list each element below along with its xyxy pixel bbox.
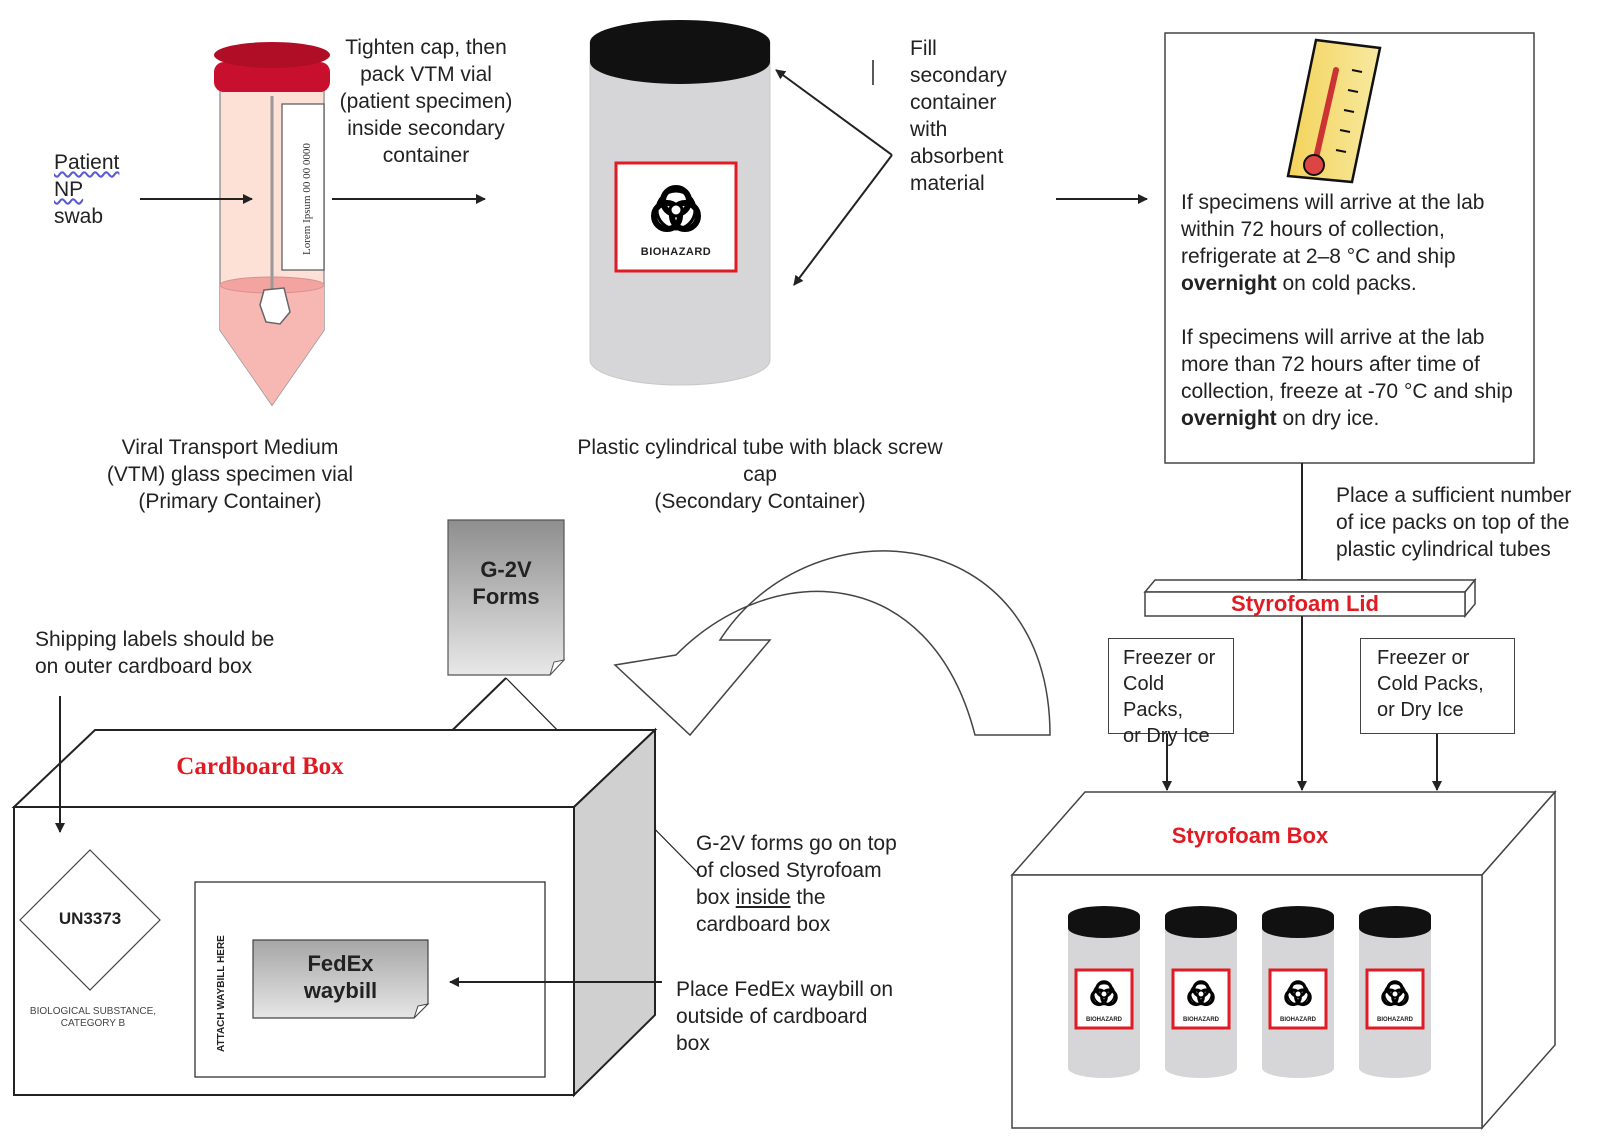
cardboard-box-label: Cardboard Box xyxy=(176,753,344,780)
fill-secondary-note: Fill secondary container with absorbent … xyxy=(910,35,1007,197)
styrofoam-lid xyxy=(1143,577,1477,619)
np-label-line: NP xyxy=(54,178,84,201)
packs-line: Freezer or xyxy=(1123,647,1216,669)
fill-arrow-up xyxy=(775,69,893,156)
secondary-tube xyxy=(589,20,771,386)
substance-line: BIOLOGICAL SUBSTANCE, xyxy=(29,1006,157,1017)
para1-suffix: on cold packs. xyxy=(1276,272,1417,295)
para2-suffix: on dry ice. xyxy=(1276,407,1380,430)
shipping-labels-note: Shipping labels should be on outer cardb… xyxy=(35,626,274,680)
temperature-instructions: If specimens will arrive at the lab with… xyxy=(1181,189,1526,432)
ice-note-line: of ice packs on top of the xyxy=(1336,511,1570,534)
tube-label: BIOHAZARD xyxy=(1183,1017,1219,1023)
patient-label-line: Patient xyxy=(54,151,120,174)
tube-label: BIOHAZARD xyxy=(1280,1017,1316,1023)
tube-label: BIOHAZARD xyxy=(1377,1017,1413,1023)
packs-line: or Dry Ice xyxy=(1377,699,1464,721)
forms-note-line: of closed Styrofoam xyxy=(696,859,882,882)
caption-line: (VTM) glass specimen vial xyxy=(106,463,354,486)
vial-caption: Viral Transport Medium (VTM) glass speci… xyxy=(90,434,370,515)
forms-note-inside: inside xyxy=(735,886,791,909)
packs-line: Freezer or xyxy=(1377,647,1470,669)
forms-line: Forms xyxy=(472,584,540,609)
caption-line: cap xyxy=(743,463,777,486)
waybill-line: FedEx xyxy=(307,951,374,976)
packs-right-box: Freezer or Cold Packs, or Dry Ice xyxy=(1360,638,1515,734)
fill-note-line: container xyxy=(910,91,997,114)
forms-note-box-word: box xyxy=(696,886,736,909)
tighten-cap-instruction: Tighten cap, then pack VTM vial (patient… xyxy=(320,34,532,169)
waybill-note: Place FedEx waybill on outside of cardbo… xyxy=(676,976,893,1057)
substance-line: CATEGORY B xyxy=(60,1018,126,1029)
caption-line: Viral Transport Medium xyxy=(121,436,339,459)
un3373-diamond xyxy=(19,849,161,991)
secondary-caption: Plastic cylindrical tube with black scre… xyxy=(540,434,980,515)
freeze-paragraph: If specimens will arrive at the lab more… xyxy=(1181,324,1526,432)
biological-substance-label: BIOLOGICAL SUBSTANCE, CATEGORY B xyxy=(18,1006,168,1030)
fill-note-line: absorbent xyxy=(910,145,1004,168)
packs-line: Cold Packs, xyxy=(1377,673,1484,695)
packs-left-box: Freezer or Cold Packs, or Dry Ice xyxy=(1108,638,1234,747)
refrigerate-paragraph: If specimens will arrive at the lab with… xyxy=(1181,189,1526,297)
para2-bold: overnight xyxy=(1181,407,1277,430)
caption-line: Plastic cylindrical tube with black scre… xyxy=(577,436,943,459)
vial-label-text: Lorem Ipsum 00 00 0000 xyxy=(301,143,313,255)
patient-swab-label: Patient NP swab xyxy=(54,149,119,230)
fill-note-line: Fill xyxy=(910,37,937,60)
para2-text: If specimens will arrive at the lab more… xyxy=(1181,326,1513,403)
waybill-note-line: outside of cardboard xyxy=(676,1005,868,1028)
caption-line: (Primary Container) xyxy=(138,490,322,513)
un3373-label: UN3373 xyxy=(58,909,122,928)
thermometer-icon xyxy=(1286,38,1382,184)
biohazard-label: BIOHAZARD xyxy=(640,246,712,258)
para1-text: If specimens will arrive at the lab with… xyxy=(1181,191,1485,268)
caption-line: (Secondary Container) xyxy=(654,490,866,513)
fill-note-line: secondary xyxy=(910,64,1007,87)
fedex-waybill-label: FedEx waybill xyxy=(253,950,428,1004)
fill-arrow-down xyxy=(793,154,893,286)
forms-line: G-2V xyxy=(480,557,532,582)
tube-label: BIOHAZARD xyxy=(1086,1017,1122,1023)
forms-note-line: G-2V forms go on top xyxy=(696,832,897,855)
instruction-line: pack VTM vial xyxy=(360,63,492,86)
para1-bold: overnight xyxy=(1181,272,1277,295)
fill-note-line: with xyxy=(910,118,948,141)
g2v-forms-label: G-2V Forms xyxy=(448,556,564,610)
waybill-note-line: box xyxy=(676,1032,710,1055)
forms-note-line-inside: box inside the xyxy=(696,884,897,911)
instruction-line: (patient specimen) xyxy=(339,90,513,113)
forms-note: G-2V forms go on top of closed Styrofoam… xyxy=(696,830,897,938)
forms-note-suffix: the xyxy=(790,886,826,909)
ice-note-line: plastic cylindrical tubes xyxy=(1336,538,1551,561)
fill-note-line: material xyxy=(910,172,985,195)
styrofoam-tubes xyxy=(1068,906,1431,1078)
instruction-line: container xyxy=(382,144,470,167)
curved-return-arrow xyxy=(613,550,1051,737)
instruction-line: inside secondary xyxy=(347,117,505,140)
ice-packs-note: Place a sufficient number of ice packs o… xyxy=(1336,482,1571,563)
vtm-vial xyxy=(214,42,330,407)
shipping-note-line: on outer cardboard box xyxy=(35,655,253,678)
instruction-line: Tighten cap, then xyxy=(345,36,507,59)
shipping-note-line: Shipping labels should be xyxy=(35,628,275,651)
packs-line: Cold Packs, xyxy=(1123,673,1184,721)
forms-note-line: cardboard box xyxy=(696,913,831,936)
waybill-note-line: Place FedEx waybill on xyxy=(676,978,894,1001)
swab-label-line: swab xyxy=(54,205,104,228)
attach-waybill-label: ATTACH WAYBILL HERE xyxy=(216,935,227,1052)
ice-note-line: Place a sufficient number xyxy=(1336,484,1572,507)
waybill-line: waybill xyxy=(303,978,378,1003)
styrofoam-box-label: Styrofoam Box xyxy=(1171,823,1329,848)
styrofoam-lid-label: Styrofoam Lid xyxy=(1231,591,1379,616)
packs-line: or Dry Ice xyxy=(1123,725,1210,747)
